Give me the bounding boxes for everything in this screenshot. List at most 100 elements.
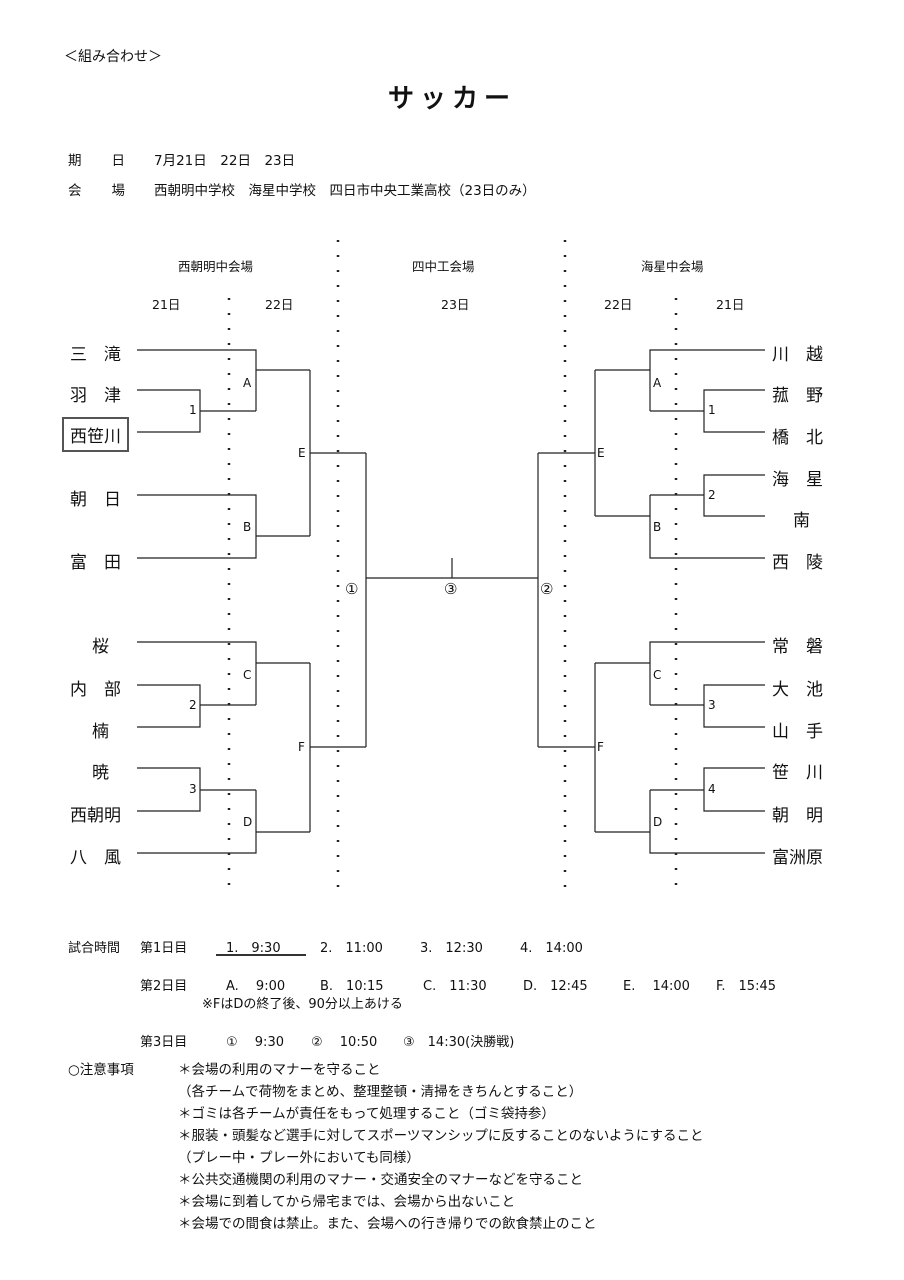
match-label-left-3: 3	[189, 782, 197, 796]
day-left-21: 21日	[152, 297, 181, 312]
date-label: 期日	[68, 153, 155, 169]
team-right-2: 橋 北	[772, 428, 823, 448]
team-left-3: 朝 日	[70, 490, 121, 510]
date-values: 7月21日 22日 23日	[154, 153, 296, 169]
day-right-22: 22日	[604, 297, 633, 312]
team-left-4: 富 田	[70, 553, 121, 573]
venue-label: 会場	[68, 183, 155, 199]
day-left-22: 22日	[265, 297, 294, 312]
match-label-right-C: C	[653, 668, 662, 682]
note-item-2: ＊ゴミは各チームが責任をもって処理すること（ゴミ袋持参）	[178, 1106, 555, 1122]
team-left-1: 羽 津	[70, 386, 121, 406]
note-item-1: （各チームで荷物をまとめ、整理整頓・清掃をきちんとすること）	[178, 1084, 583, 1100]
team-left-7: 楠	[92, 722, 109, 742]
venue-row: 会場西朝明中学校 海星中学校 四日市中央工業高校（23日のみ）	[68, 179, 536, 199]
venue-right-label: 海星中会場	[641, 259, 704, 274]
team-right-0: 川 越	[772, 345, 823, 365]
match-label-left-C: C	[243, 668, 252, 682]
line-left-mB	[137, 494, 257, 559]
note-item-7: ＊会場での間食は禁止。また、会場への行き帰りでの飲食禁止のこと	[178, 1216, 597, 1232]
line-right-mD	[649, 790, 765, 854]
venue-left-label: 西朝明中会場	[178, 259, 254, 274]
schedule-day1-slot-1: 1. 9:30	[226, 941, 281, 956]
schedule-day1-slot-3: 3. 12:30	[420, 941, 483, 956]
schedule-day1-slot-4: 4. 14:00	[520, 941, 583, 956]
page-title: サッカー	[387, 84, 516, 114]
schedule-day2-slot-C: C. 11:30	[423, 979, 487, 994]
match-label-left-D: D	[243, 815, 253, 829]
match-label-right-A: A	[653, 376, 662, 390]
team-left-8: 暁	[92, 763, 109, 783]
line-left-mD	[137, 790, 257, 854]
match-label-semi-2: ②	[540, 580, 554, 598]
team-right-1: 菰 野	[772, 386, 823, 406]
line-left-m2	[137, 684, 201, 728]
date-row: 期日7月21日 22日 23日	[68, 149, 295, 169]
note-item-3: ＊服装・頭髪など選手に対してスポーツマンシップに反することのないようにすること	[178, 1128, 704, 1144]
team-left-2-highlighted: 西笹川	[62, 417, 129, 452]
schedule-day1-slot-2: 2. 11:00	[320, 941, 383, 956]
schedule-day2-slot-A: A. 9:00	[226, 979, 286, 994]
match-label-left-2: 2	[189, 698, 197, 712]
match-label-right-4: 4	[708, 782, 716, 796]
note-item-0: ＊会場の利用のマナーを守ること	[178, 1062, 381, 1078]
schedule-day3-slot-3: ③ 14:30(決勝戦)	[403, 1035, 515, 1050]
note-item-5: ＊公共交通機関の利用のマナー・交通安全のマナーなどを守ること	[178, 1172, 583, 1188]
match-label-right-F: F	[597, 740, 604, 754]
schedule-day2-slot-F: F. 15:45	[716, 979, 776, 994]
venue-center-label: 四中工会場	[412, 259, 475, 274]
schedule-day3-slot-2: ② 10:50	[311, 1035, 378, 1050]
schedule-day1-label: 第1日目	[140, 941, 188, 956]
line-right-mB	[649, 495, 765, 559]
notes-label: ○注意事項	[68, 1062, 134, 1078]
schedule-day2-slot-D: D. 12:45	[523, 979, 588, 994]
line-left-mA	[137, 349, 257, 411]
schedule-day2-slot-E: E. 14:00	[623, 979, 690, 994]
schedule-day3-label: 第3日目	[140, 1035, 188, 1050]
team-right-10: 朝 明	[772, 806, 823, 826]
match-label-right-2: 2	[708, 488, 716, 502]
team-left-0: 三 滝	[70, 345, 121, 365]
line-right-m3	[703, 684, 765, 728]
day-center-23: 23日	[441, 297, 470, 312]
note-item-4: （プレー中・プレー外においても同様）	[178, 1150, 420, 1166]
section-heading: ＜組み合わせ＞	[64, 49, 162, 65]
line-right-mC	[649, 641, 765, 705]
match-label-right-1: 1	[708, 403, 716, 417]
team-right-3: 海 星	[772, 470, 823, 490]
venue-values: 西朝明中学校 海星中学校 四日市中央工業高校（23日のみ）	[154, 183, 536, 199]
schedule-day2-slot-B: B. 10:15	[320, 979, 384, 994]
team-right-6: 常 磐	[772, 637, 823, 657]
line-left-mC	[137, 641, 257, 705]
schedule-day3-slot-1: ① 9:30	[226, 1035, 284, 1050]
match-label-left-1: 1	[189, 403, 197, 417]
match-label-right-E: E	[597, 446, 605, 460]
match-label-right-3: 3	[708, 698, 716, 712]
team-left-9: 西朝明	[70, 806, 121, 826]
team-right-7: 大 池	[772, 680, 823, 700]
match-label-right-B: B	[653, 520, 662, 534]
schedule-day2-label: 第2日目	[140, 979, 188, 994]
day-right-21: 21日	[716, 297, 745, 312]
team-left-6: 内 部	[70, 680, 121, 700]
match-label-left-B: B	[243, 520, 252, 534]
team-right-8: 山 手	[772, 722, 823, 742]
note-item-6: ＊会場に到着してから帰宅までは、会場から出ないこと	[178, 1194, 516, 1210]
schedule-day1-underline	[216, 954, 306, 956]
match-label-left-A: A	[243, 376, 252, 390]
match-label-right-D: D	[653, 815, 663, 829]
team-right-9: 笹 川	[772, 763, 823, 783]
match-label-final: ③	[444, 580, 458, 598]
team-left-10: 八 風	[70, 848, 121, 868]
line-right-mA	[649, 349, 765, 411]
team-right-5: 西 陵	[772, 553, 823, 573]
match-label-left-F: F	[298, 740, 305, 754]
schedule-day2-note: ※FはDの終了後、90分以上あける	[202, 997, 403, 1012]
match-label-left-E: E	[298, 446, 306, 460]
team-left-5: 桜	[92, 637, 109, 657]
team-right-11: 富洲原	[772, 848, 823, 868]
match-label-semi-1: ①	[345, 580, 359, 598]
team-right-4: 南	[793, 511, 810, 531]
schedule-label: 試合時間	[68, 941, 121, 956]
